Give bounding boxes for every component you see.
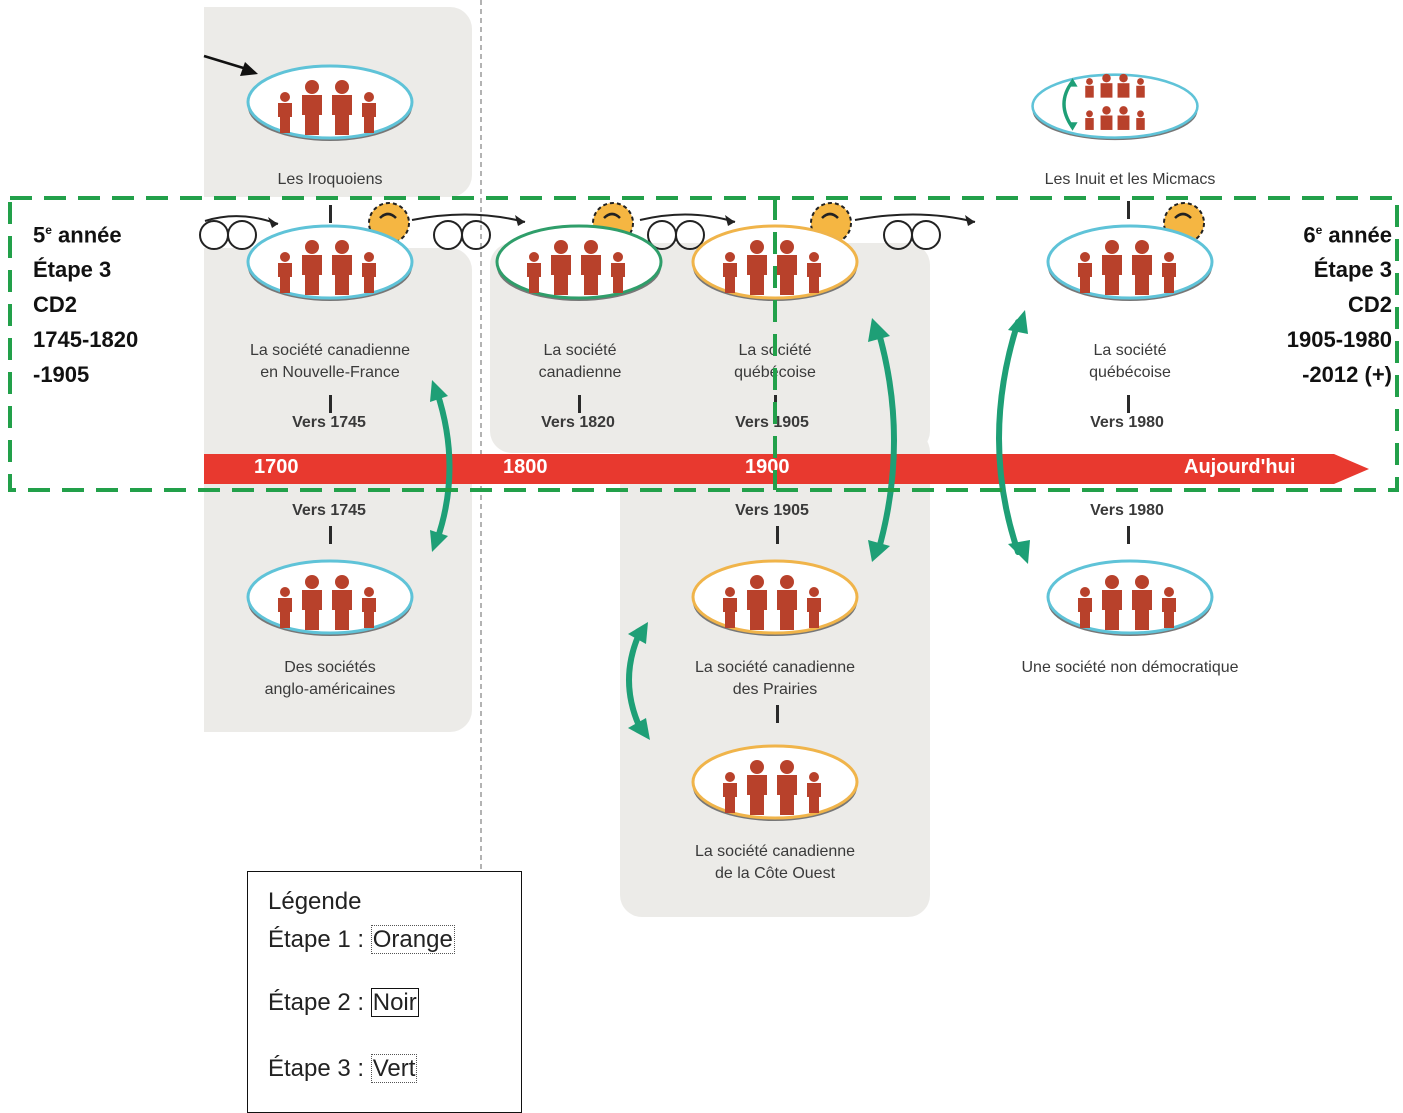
side-left-year-sup: e — [45, 223, 52, 237]
society-icon-quebecoise-1980 — [1046, 224, 1214, 301]
legend-etape-2-color: Noir — [370, 988, 419, 1017]
side-left-year-num: 5 — [33, 222, 46, 248]
side-right-year-sup: e — [1315, 223, 1323, 237]
connector-tick — [776, 526, 779, 544]
label-prairies: La société canadienne des Prairies — [694, 659, 856, 698]
label-inuit-micmacs: Les Inuit et les Micmacs — [1044, 171, 1216, 188]
timeline-label-1700: 1700 — [254, 456, 299, 478]
side-left-range-end: -1905 — [33, 362, 90, 388]
connector-tick — [329, 395, 332, 413]
connector-tick — [1127, 201, 1130, 219]
connector-tick — [329, 205, 332, 223]
panel-west — [620, 430, 930, 917]
society-icon-iroquoiens — [246, 64, 414, 141]
connector-tick — [776, 705, 779, 723]
connector-tick — [1127, 395, 1130, 413]
connector-tick — [578, 395, 581, 413]
label-iroquoiens: Les Iroquoiens — [277, 171, 383, 188]
label-anglo-americaines: Des sociétés anglo-américaines — [264, 659, 396, 698]
side-right-year-rest: année — [1322, 222, 1392, 248]
date-quebecoise-1905: Vers 1905 — [735, 414, 809, 431]
legend-etape-2-label: Étape 2 : — [268, 989, 371, 1016]
side-left-range: 1745-1820 — [33, 327, 139, 353]
legend-etape-3-color: Vert — [370, 1054, 418, 1083]
date-canadienne-1820: Vers 1820 — [541, 414, 615, 431]
label-cote-ouest: La société canadienne de la Côte Ouest — [694, 843, 856, 882]
timeline-bar — [204, 454, 1369, 484]
date-anglo-americaines: Vers 1745 — [292, 502, 366, 519]
society-icon-nouvelle-france — [246, 224, 414, 301]
timeline-label-1800: 1800 — [503, 456, 548, 478]
legend-etape-3-label: Étape 3 : — [268, 1055, 371, 1082]
legend-etape-1-color: Orange — [370, 925, 455, 954]
date-nouvelle-france: Vers 1745 — [292, 414, 366, 431]
side-right-etape: Étape 3 — [1313, 257, 1392, 283]
society-icon-anglo-americaines — [246, 559, 414, 636]
era-separator-line — [480, 0, 482, 880]
legend-etape-3: Étape 3 : Vert — [268, 1054, 418, 1083]
legend-etape-2: Étape 2 : Noir — [268, 988, 419, 1017]
legend-etape-1: Étape 1 : Orange — [268, 925, 455, 954]
label-nouvelle-france: La société canadienne en Nouvelle-France — [249, 342, 411, 381]
connector-tick — [329, 526, 332, 544]
timeline-label-1900: 1900 — [745, 456, 790, 478]
side-left-year-rest: année — [51, 222, 122, 248]
side-right-range: 1905-1980 — [1286, 327, 1392, 353]
legend-box: Légende Étape 1 : Orange Étape 2 : Noir … — [247, 871, 522, 1113]
timeline-label-today: Aujourd'hui — [1184, 456, 1296, 478]
arrow-in-icon — [203, 54, 258, 76]
side-right-range-end: -2012 (+) — [1302, 362, 1392, 388]
side-right-cd: CD2 — [1347, 292, 1392, 318]
label-quebecoise-1980: La société québécoise — [1089, 342, 1171, 381]
society-icon-canadienne-1820 — [495, 224, 663, 301]
label-non-democratique: Une société non démocratique — [1021, 659, 1239, 676]
society-icon-non-democratique — [1046, 559, 1214, 636]
date-non-democratique: Vers 1980 — [1090, 502, 1164, 519]
side-text-left: 5e année Étape 3 CD2 1745-1820 -1905 — [33, 213, 138, 392]
side-right-year-num: 6 — [1303, 222, 1316, 248]
society-icon-quebecoise-1905 — [691, 224, 859, 301]
legend-etape-1-label: Étape 1 : — [268, 926, 371, 953]
side-left-cd: CD2 — [33, 292, 78, 318]
side-text-right: 6e année Étape 3 CD2 1905-1980 -2012 (+) — [1287, 213, 1392, 392]
society-icon-inuit-micmacs — [1031, 73, 1199, 141]
society-icon-cote-ouest — [691, 744, 859, 821]
society-icon-prairies — [691, 559, 859, 636]
legend-title: Légende — [268, 888, 362, 915]
date-quebecoise-1980: Vers 1980 — [1090, 414, 1164, 431]
side-left-etape: Étape 3 — [33, 257, 112, 283]
connector-tick — [1127, 526, 1130, 544]
date-prairies: Vers 1905 — [735, 502, 809, 519]
label-canadienne-1820: La société canadienne — [538, 342, 622, 381]
